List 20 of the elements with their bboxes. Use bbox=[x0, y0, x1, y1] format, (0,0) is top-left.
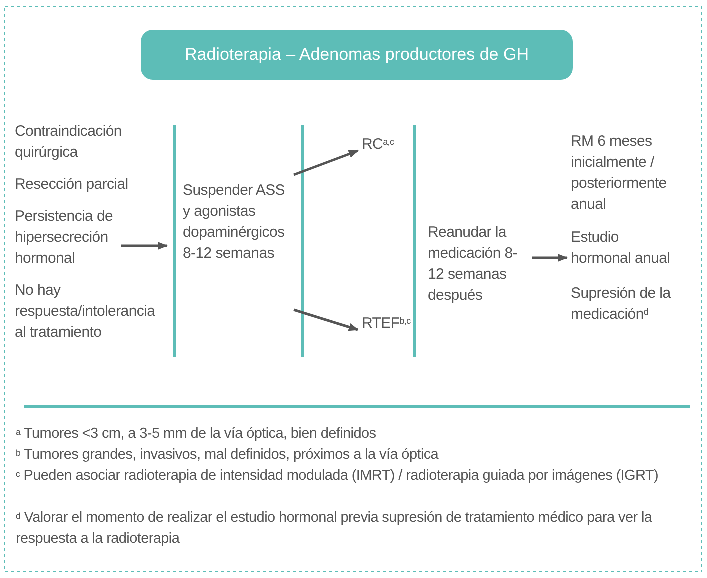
follow-up-text: Supresión de la medicación$^{d}$ bbox=[571, 284, 672, 325]
step-text: Suspender ASS y agonistas dopaminérgicos 8-12 semanas bbox=[183, 181, 286, 264]
condition-text: Persistencia de hipersecreción hormonal bbox=[15, 207, 114, 269]
arrow bbox=[121, 242, 168, 250]
footnote-text: $^{b}$ Tumores grandes, invasivos, mal definidos, próximos a la vía óptica bbox=[16, 446, 440, 465]
footnote-text: $^{d}$ Valorar el momento de realizar el estudio hormonal previa supresión de tratamiento médico para ver la respuesta a la radioterapia bbox=[16, 509, 654, 549]
arrow bbox=[294, 150, 359, 176]
outcome-text: RTEF$^{b,c}$ bbox=[362, 314, 412, 334]
follow-up-text: Estudio hormonal anual bbox=[571, 228, 672, 269]
step-text: Reanudar la medicación 8-12 semanas después bbox=[428, 223, 518, 306]
outcome-text: RC$^{a,c}$ bbox=[362, 135, 396, 155]
arrow bbox=[532, 254, 568, 262]
title-banner: Radioterapia – Adenomas productores de GH bbox=[141, 30, 573, 80]
condition-text: Resección parcial bbox=[15, 175, 130, 195]
footnote-text: $^{a}$ Tumores <3 cm, a 3-5 mm de la vía óptica, bien definidos bbox=[16, 425, 378, 444]
condition-text: No hay respuesta/intolerancia al tratamiento bbox=[15, 281, 156, 343]
footnote-text: $^{c}$ Pueden asociar radioterapia de intensidad modulada (IMRT) / radioterapia guiada por imágenes (IGRT) bbox=[16, 467, 660, 486]
follow-up-text: RM 6 meses inicialmente / posteriormente anual bbox=[571, 132, 668, 215]
arrow bbox=[294, 308, 359, 332]
condition-text: Contraindicación quirúrgica bbox=[15, 122, 123, 163]
